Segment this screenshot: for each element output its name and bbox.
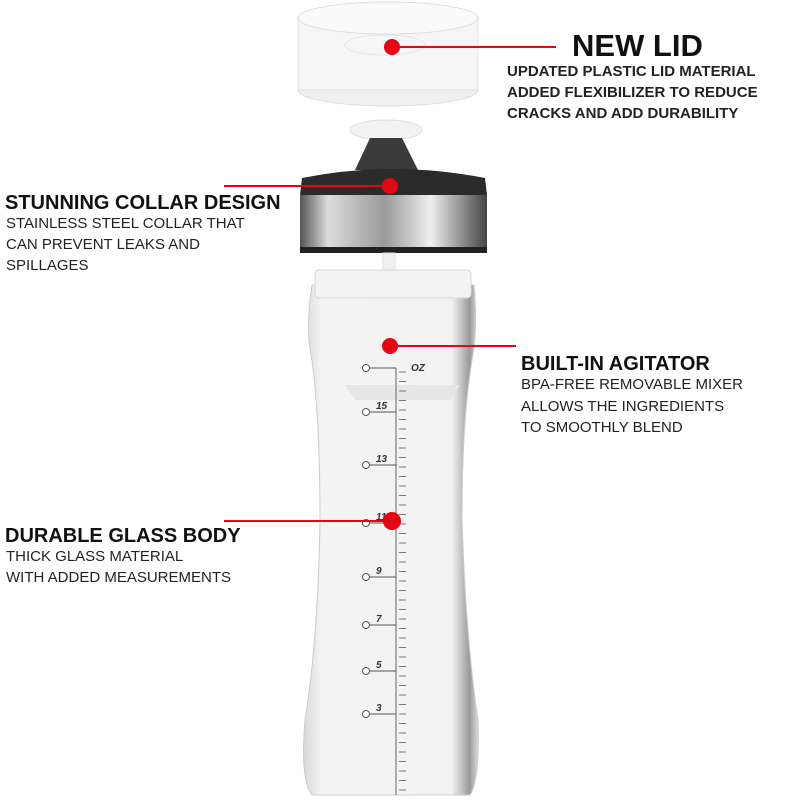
mixer-disc xyxy=(345,385,460,400)
glass-line: THICK GLASS MATERIAL xyxy=(6,548,184,565)
scale-unit: OZ xyxy=(411,363,426,374)
callout-lines xyxy=(224,39,556,522)
agitator-line: TO SMOOTHLY BLEND xyxy=(521,419,683,436)
glass-body: 15 13 11 9 7 5 3 OZ xyxy=(303,269,479,796)
collar-line: STAINLESS STEEL COLLAR THAT xyxy=(6,215,245,232)
collar-marker xyxy=(382,178,398,194)
new-lid-line: CRACKS AND ADD DURABILITY xyxy=(507,105,739,122)
new-lid-line: ADDED FLEXIBILIZER TO REDUCE xyxy=(507,84,758,101)
new-lid-title: NEW LID xyxy=(572,28,703,63)
scale-mark: 7 xyxy=(362,614,396,629)
agitator-line: ALLOWS THE INGREDIENTS xyxy=(521,398,725,415)
new-lid-marker xyxy=(384,39,400,55)
scale-label: 5 xyxy=(376,660,382,671)
collar-line: CAN PREVENT LEAKS AND xyxy=(6,236,200,253)
scale-mark: 5 xyxy=(362,660,396,675)
scale-label: 11 xyxy=(376,512,387,523)
scale-label: 15 xyxy=(376,401,388,412)
collar-title: STUNNING COLLAR DESIGN xyxy=(5,192,281,214)
scale-mark: 15 xyxy=(362,401,396,416)
scale-label: 9 xyxy=(376,566,382,577)
collar-line: SPILLAGES xyxy=(6,257,89,274)
agitator-title: BUILT-IN AGITATOR xyxy=(521,353,710,375)
scale-mark xyxy=(362,364,396,372)
scale-label: 3 xyxy=(376,703,382,714)
lid xyxy=(297,1,479,107)
scale-label: 13 xyxy=(376,454,388,465)
glass-title: DURABLE GLASS BODY xyxy=(5,525,241,547)
scale-mark: 9 xyxy=(362,566,396,581)
glass-line: WITH ADDED MEASUREMENTS xyxy=(6,569,232,586)
scale-mark: 13 xyxy=(362,454,396,469)
scale-label: 7 xyxy=(376,614,382,625)
agitator-marker xyxy=(382,338,398,354)
agitator-line: BPA-FREE REMOVABLE MIXER xyxy=(521,376,743,393)
new-lid-line: UPDATED PLASTIC LID MATERIAL xyxy=(507,63,756,80)
scale-mark: 3 xyxy=(362,703,396,718)
